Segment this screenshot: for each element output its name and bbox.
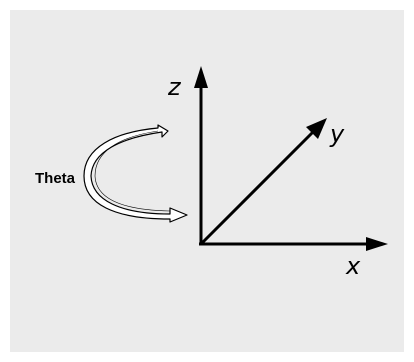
x-axis-label: x [345, 252, 361, 280]
theta-label: Theta [35, 170, 76, 187]
z-axis-label: z [167, 73, 182, 101]
z-axis-arrowhead [194, 66, 208, 88]
x-axis-arrowhead [366, 237, 388, 251]
y-axis-arrowhead [306, 118, 327, 139]
y-axis-label: y [329, 120, 345, 148]
x-axis [199, 237, 388, 251]
theta-rotation-arrow [83, 124, 188, 223]
y-axis [199, 118, 327, 246]
diagram-panel [10, 10, 404, 352]
z-axis [194, 66, 208, 245]
